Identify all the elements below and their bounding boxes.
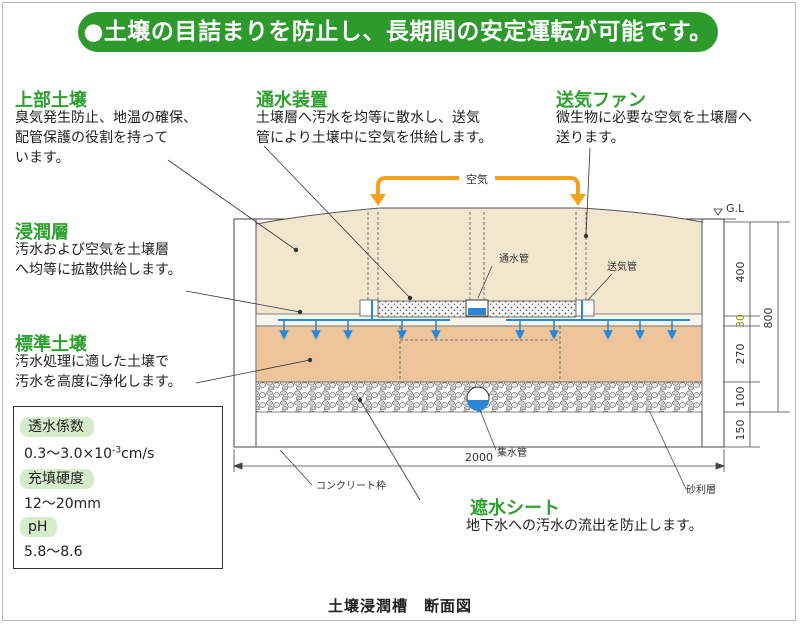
standard-soil-line: 汚水を高度に浄化します。 [15,374,182,390]
gl-marker-icon [713,208,723,216]
spec-label-ph: pH [20,517,58,537]
dashed-guides [367,212,587,382]
waterproof-sheet-heading: 遮水シート [470,498,560,519]
water-device-line: 管により土壌中に空気を供給します。 [256,130,493,146]
diagram-caption: 土壌浸潤槽 断面図 [327,597,472,615]
concrete-frame-label: コンクリート枠 [316,479,386,492]
waterproof-sheet-description: 地下水への汚水の流出を防止します。 [466,516,703,536]
water-device-heading: 通水装置 [256,90,328,111]
infiltration-heading: 浸潤層 [15,222,69,243]
gravel-layer-label: 砂利層 [686,483,716,496]
spec-value-exponent: -3 [112,445,122,456]
dim-150: 150 [734,420,747,441]
air-fan-heading: 送気ファン [556,90,646,111]
distribution-pipes [278,300,690,321]
air-arrow-head-right [570,194,586,206]
width-dimension [232,449,726,472]
upper-soil-line: 臭気発生防止、地温の確保、 [15,110,197,126]
dim-30: 30 [734,314,747,328]
infiltration-line: へ均等に拡散供給します。 [15,262,182,278]
spec-value-hardness: 12～20mm [24,496,101,512]
spec-value-main: 0.3～3.0×10 [24,446,113,462]
dim-270: 270 [734,344,747,365]
upper-soil-description: 臭気発生防止、地温の確保、 配管保護の役割を持って います。 [15,108,197,168]
air-fan-description: 微生物に必要な空気を土壌層へ 送ります。 [556,108,752,148]
air-fan-line: 送ります。 [556,130,625,146]
water-device-description: 土壌層へ汚水を均等に散水し、送気 管により土壌中に空気を供給します。 [256,108,492,148]
water-device-box-right [575,299,595,317]
dim-800: 800 [762,308,775,329]
dim-400: 400 [734,262,747,283]
leader-dots [293,233,589,403]
collection-pipe [466,386,490,411]
spec-value-permeability: 0.3～3.0×10-3cm/s [24,443,154,463]
dimension-lines [724,221,790,448]
spec-value-ph: 5.8～8.6 [24,544,83,560]
standard-soil-heading: 標準土壌 [15,334,87,355]
waterproof-sheet-line: 地下水への汚水の流出を防止します。 [466,518,703,534]
standard-soil-layer [255,325,703,383]
air-fan-line: 微生物に必要な空気を土壌層へ [556,110,752,126]
spec-label-hardness: 充填硬度 [20,469,94,489]
dim-2000: 2000 [465,451,493,464]
air-pipe-label: 送気管 [607,260,637,273]
water-pipe-label: 通水管 [499,252,529,265]
water-device-box-left [359,299,379,317]
spec-value-unit: cm/s [121,446,155,462]
upper-soil-line: 配管保護の役割を持って [15,130,169,146]
infiltration-description: 汚水および空気を土壌層 へ均等に拡散供給します。 [15,240,182,280]
air-label: 空気 [466,172,488,186]
water-device-line: 土壌層へ汚水を均等に散水し、送気 [256,110,480,126]
upper-soil-layer [255,207,703,317]
spec-label-permeability: 透水係数 [20,417,94,437]
water-drip-arrows [279,320,677,340]
soil-spec-box: 透水係数 0.3～3.0×10-3cm/s 充填硬度 12～20mm pH 5.… [13,406,223,569]
air-arrow-head-left [370,194,386,206]
collection-pipe-label: 集水管 [497,446,527,459]
infiltration-line: 汚水および空気を土壌層 [15,242,169,258]
water-pipe-water [468,308,486,315]
upper-soil-line: います。 [15,150,70,166]
headline-banner: ●土壌の目詰まりを防止し、長期間の安定運転が可能です。 [78,12,718,52]
leader-lines [167,145,591,501]
dim-100: 100 [734,387,747,408]
upper-soil-heading: 上部土壌 [15,90,87,111]
gl-label: G.L [726,202,745,215]
standard-soil-line: 汚水処理に適した土壌で [15,354,169,370]
standard-soil-description: 汚水処理に適した土壌で 汚水を高度に浄化します。 [15,352,182,392]
